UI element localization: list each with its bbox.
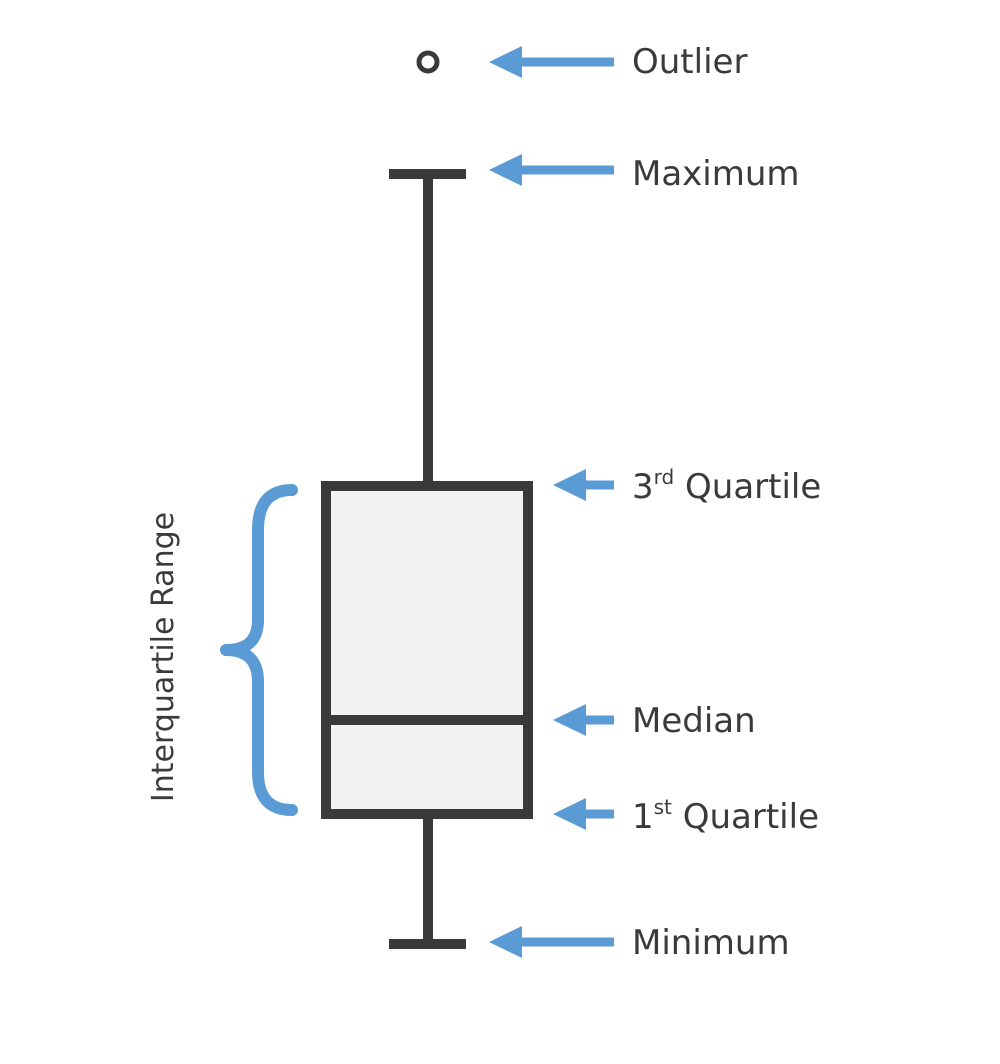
outlier-arrow	[489, 46, 614, 78]
maximum-arrow	[489, 154, 614, 186]
maximum-label: Maximum	[632, 154, 800, 194]
iqr-label: Interquartile Range	[146, 511, 181, 803]
q1-number: 1	[632, 797, 654, 837]
q1-label: 1st Quartile	[632, 797, 819, 837]
iqr-brace	[220, 484, 298, 816]
q3-number: 3	[632, 467, 654, 507]
q1-arrow	[553, 798, 614, 830]
iqr-box	[321, 481, 533, 819]
outlier-point	[416, 50, 440, 74]
outlier-label: Outlier	[632, 42, 748, 82]
q3-arrow	[553, 469, 614, 501]
minimum-label: Minimum	[632, 923, 790, 963]
q1-ordinal: st	[653, 795, 672, 819]
minimum-arrow	[489, 926, 614, 958]
q3-word: Quartile	[685, 467, 822, 507]
median-label: Median	[632, 701, 756, 741]
q3-label: 3rd Quartile	[632, 467, 822, 507]
median-arrow	[553, 704, 614, 736]
q1-word: Quartile	[682, 797, 819, 837]
q3-ordinal: rd	[653, 465, 675, 489]
